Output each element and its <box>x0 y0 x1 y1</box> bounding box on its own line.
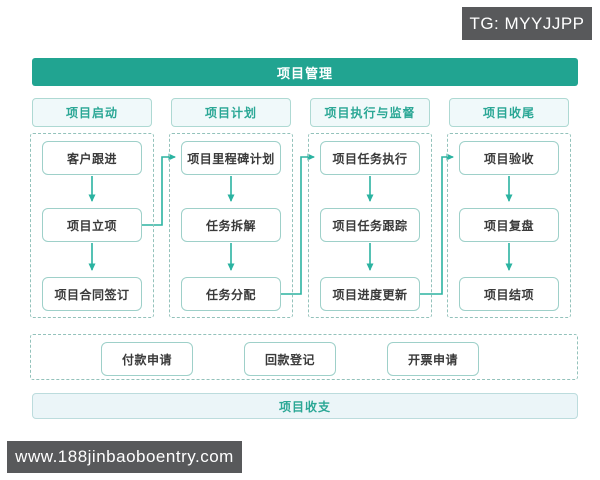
finance-node-collection-register: 回款登记 <box>244 342 336 376</box>
telegram-badge: TG: MYYJJPP <box>462 7 592 40</box>
flow-node-progress-update: 项目进度更新 <box>320 277 420 311</box>
page-title: 项目管理 <box>32 58 578 86</box>
flow-node-milestone-plan: 项目里程碑计划 <box>181 141 281 175</box>
flow-node-task-assignment: 任务分配 <box>181 277 281 311</box>
flow-node-project-approval: 项目立项 <box>42 208 142 242</box>
phase-header-planning: 项目计划 <box>171 98 291 127</box>
flow-node-contract-signing: 项目合同签订 <box>42 277 142 311</box>
flow-node-task-breakdown: 任务拆解 <box>181 208 281 242</box>
flow-node-task-tracking: 项目任务跟踪 <box>320 208 420 242</box>
flow-node-completion: 项目结项 <box>459 277 559 311</box>
flow-node-task-execution: 项目任务执行 <box>320 141 420 175</box>
phase-container-closure <box>447 133 571 318</box>
phase-container-execution <box>308 133 432 318</box>
phase-header-closure: 项目收尾 <box>449 98 569 127</box>
finance-node-payment-request: 付款申请 <box>101 342 193 376</box>
website-watermark: www.188jinbaoboentry.com <box>7 441 242 473</box>
flow-node-acceptance: 项目验收 <box>459 141 559 175</box>
phase-container-initiation <box>30 133 154 318</box>
finance-node-invoice-request: 开票申请 <box>387 342 479 376</box>
phase-header-execution: 项目执行与监督 <box>310 98 430 127</box>
phase-container-planning <box>169 133 293 318</box>
flow-node-customer-followup: 客户跟进 <box>42 141 142 175</box>
phase-header-initiation: 项目启动 <box>32 98 152 127</box>
flow-node-review: 项目复盘 <box>459 208 559 242</box>
finance-container <box>30 334 578 380</box>
footer-bar-income-expense: 项目收支 <box>32 393 578 419</box>
